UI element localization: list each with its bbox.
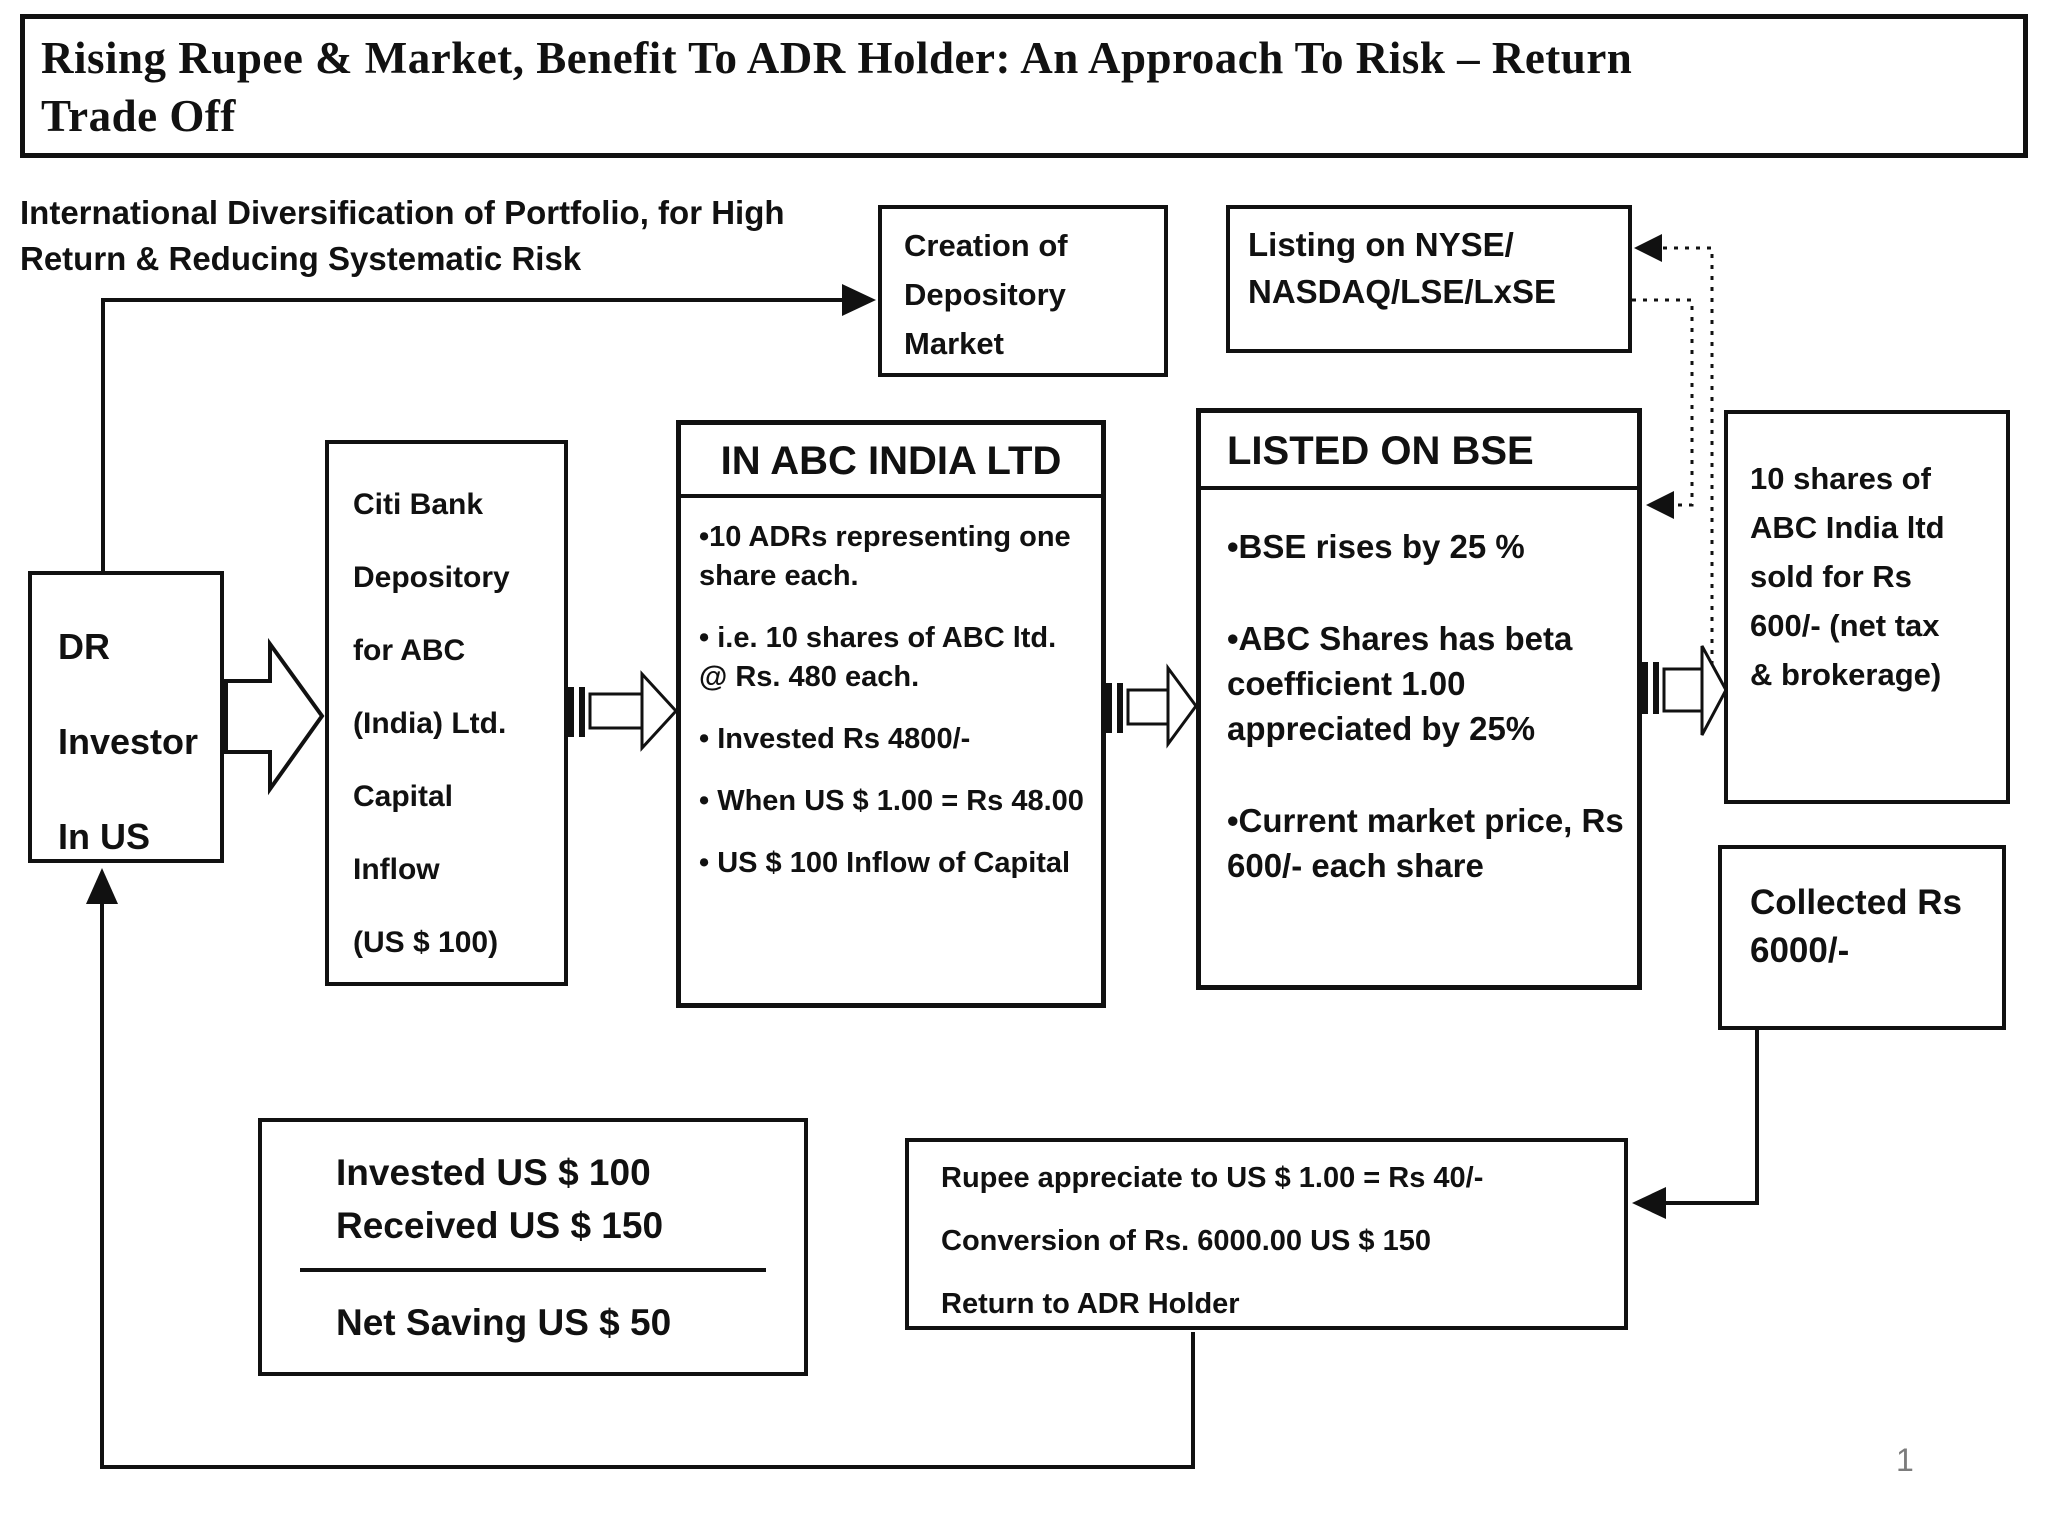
abc-india-bullets: •10 ADRs representing one share each. • i… [681, 498, 1101, 883]
slide-title-line: Trade Off [41, 91, 236, 141]
page-number: 1 [1896, 1442, 1914, 1478]
bse-bullet: •Current market price, Rs 600/- each sha… [1227, 802, 1624, 884]
rupee-appreciation-box: Rupee appreciate to US $ 1.00 = Rs 40/- C… [905, 1138, 1628, 1330]
bse-bullets: •BSE rises by 25 % •ABC Shares has beta c… [1201, 490, 1637, 888]
abc-bullet: • Invested Rs 4800/- [699, 723, 971, 755]
shares-line: & brokerage) [1750, 657, 1942, 692]
citi-line: Capital [353, 780, 454, 813]
slide-title-line: Rising Rupee & Market, Benefit To ADR Ho… [41, 33, 1633, 83]
arrowhead-into-bse-box [1646, 491, 1674, 519]
abc-bullet: • US $ 100 Inflow of Capital [699, 847, 1071, 879]
arrowhead-into-creation [842, 284, 876, 316]
collected-to-rupee-line [1662, 1030, 1759, 1205]
shares-line: 10 shares of [1750, 461, 1931, 496]
arrowhead-into-rupee-box [1632, 1187, 1666, 1219]
citi-line: (India) Ltd. [353, 707, 507, 740]
arrow-head [1166, 663, 1198, 749]
arrow-shaft [1126, 688, 1170, 726]
nyse-line: NASDAQ/LSE/LxSE [1248, 273, 1557, 310]
arrow-shaft [1662, 667, 1704, 713]
subtraction-rule [300, 1268, 766, 1272]
net-saving-line: Net Saving US $ 50 [336, 1302, 672, 1343]
arrow-tail-stripe [1653, 662, 1659, 714]
arrow-shaft [588, 692, 644, 730]
dr-line: Investor [58, 721, 199, 762]
citi-line: Citi Bank [353, 488, 484, 521]
arrow-head [1700, 645, 1728, 736]
striped-arrow-citi-to-abc [566, 670, 679, 752]
shares-line: sold for Rs [1750, 559, 1912, 594]
bse-header: LISTED ON BSE [1201, 413, 1637, 490]
shares-sold-box: 10 shares of ABC India ltd sold for Rs 600/… [1724, 410, 2010, 804]
creation-line: Depository [904, 277, 1066, 312]
abc-bullet: • When US $ 1.00 = Rs 48.00 [699, 785, 1084, 817]
abc-bullet: •10 ADRs representing one share each. [699, 521, 1071, 592]
rupee-line: Conversion of Rs. 6000.00 US $ 150 [941, 1225, 1431, 1257]
abc-bullet: • i.e. 10 shares of ABC ltd. @ Rs. 480 e… [699, 622, 1057, 693]
intro-statement: International Diversification of Portfol… [20, 190, 880, 282]
abc-india-box: IN ABC INDIA LTD •10 ADRs representing o… [676, 420, 1106, 1008]
bse-listed-box: LISTED ON BSE •BSE rises by 25 % •ABC Sha… [1196, 408, 1642, 990]
dr-line: In US [58, 816, 151, 857]
slide-title-box: Rising Rupee & Market, Benefit To ADR Ho… [20, 14, 2028, 158]
rupee-line: Rupee appreciate to US $ 1.00 = Rs 40/- [941, 1162, 1484, 1194]
arrow-tail-stripe [1117, 683, 1123, 733]
intro-line: Return & Reducing Systematic Risk [20, 240, 582, 277]
dr-investor-box: DR Investor In US [28, 571, 224, 863]
rupee-line: Return to ADR Holder [941, 1288, 1240, 1320]
bse-bullet: •BSE rises by 25 % [1227, 528, 1525, 565]
bse-bullet: •ABC Shares has beta coefficient 1.00 ap… [1227, 620, 1573, 747]
shares-line: 600/- (net tax [1750, 608, 1940, 643]
abc-india-header: IN ABC INDIA LTD [681, 425, 1101, 498]
creation-line: Market [904, 326, 1004, 361]
creation-line: Creation of [904, 228, 1068, 263]
arrow-tail-stripe [579, 687, 585, 737]
nyse-line: Listing on NYSE/ [1248, 226, 1514, 263]
nyse-listing-box: Listing on NYSE/NASDAQ/LSE/LxSE [1226, 205, 1632, 353]
received-line: Received US $ 150 [336, 1205, 664, 1246]
block-arrow-dr-to-citi [224, 637, 325, 796]
citi-line: Depository [353, 561, 510, 594]
striped-arrow-bse-to-shares [1640, 645, 1728, 736]
citi-line: for ABC [353, 634, 466, 667]
citi-line: (US $ 100) [353, 926, 499, 959]
collected-line: Collected Rs [1750, 883, 1962, 922]
net-saving-box: Invested US $ 100 Received US $ 150 Net … [258, 1118, 808, 1376]
shares-line: ABC India ltd [1750, 510, 1945, 545]
arrowhead-into-nyse-box [1634, 234, 1662, 262]
invested-line: Invested US $ 100 [336, 1152, 651, 1193]
intro-line: International Diversification of Portfol… [20, 194, 785, 231]
citi-line: Inflow [353, 853, 440, 886]
dr-line: DR [58, 626, 110, 667]
collected-amount-box: Collected Rs 6000/- [1718, 845, 2006, 1030]
arrow-head [640, 670, 679, 752]
collected-line: 6000/- [1750, 931, 1850, 970]
striped-arrow-abc-to-bse [1104, 663, 1198, 749]
dotted-line-bse-to-nyse [1642, 246, 1714, 707]
